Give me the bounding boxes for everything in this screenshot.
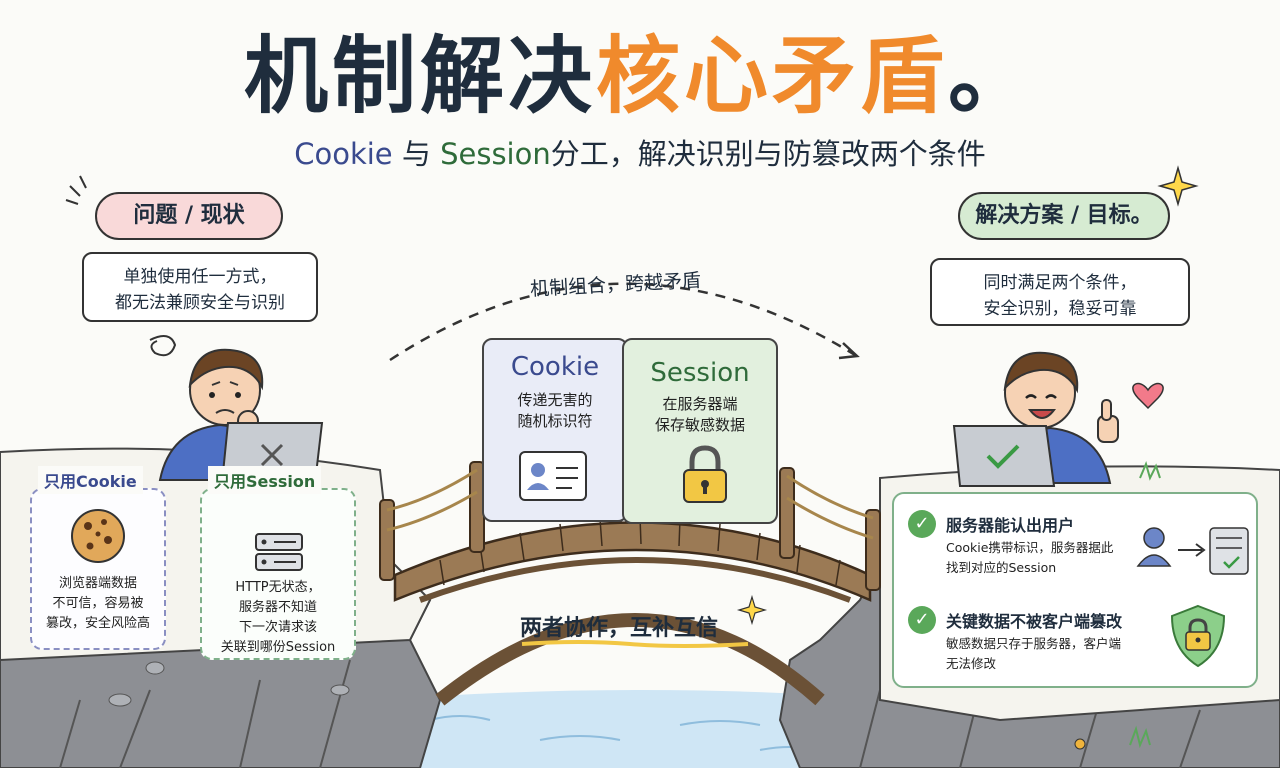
check-mark-icon [986, 444, 1020, 469]
combo-arrow [389, 282, 856, 362]
puzzle-cookie-title: Cookie [510, 352, 600, 382]
worried-person [158, 348, 324, 484]
happy-person [952, 351, 1119, 487]
session-only-tag: 只用Session [208, 466, 322, 494]
result-1-line-2: 找到对应的Session [946, 560, 1057, 575]
x-mark-icon [260, 443, 284, 467]
sparkle-icon [1157, 165, 1199, 207]
subtitle-session: Session [440, 137, 551, 171]
results-panel: ✓ 服务器能认出用户 Cookie携带标识，服务器据此 找到对应的Session… [892, 492, 1258, 688]
cookie-only-line-2: 不可信，容易被 [52, 596, 144, 611]
sparkle-icon [736, 594, 768, 626]
subtitle-rest: 分工，解决识别与防篡改两个条件 [550, 137, 986, 171]
solution-label: 解决方案 / 目标。 [958, 192, 1170, 240]
session-only-line-3: 下一次请求该 [238, 620, 317, 635]
user-to-server-icon [1136, 527, 1249, 575]
session-only-line-1: HTTP无状态， [235, 580, 321, 595]
session-only-line-4: 关联到哪份Session [220, 640, 336, 655]
page-title: 机制解决核心矛盾。 [0, 26, 1280, 126]
subtitle-cookie: Cookie [294, 137, 393, 171]
cookie-only-panel: 只用Cookie 浏览器端数据 不可信，容易被 篡改，安全风险高 [30, 466, 166, 650]
bridge-post [865, 509, 881, 591]
padlock-icon [683, 445, 727, 503]
subtitle-connector: 与 [392, 137, 441, 171]
puzzle-session-title: Session [650, 358, 750, 388]
solution-speech-line-2: 安全识别，稳妥可靠 [983, 299, 1137, 319]
puzzle-cookie-line-1: 传递无害的 [517, 391, 593, 409]
cookie-only-line-1: 浏览器端数据 [58, 576, 137, 591]
problem-speech-line-2: 都无法兼顾安全与识别 [115, 293, 285, 313]
puzzle-session-line-2: 保存敏感数据 [654, 416, 745, 434]
puzzle-piece-cookie: Cookie 传递无害的 随机标识符 [482, 338, 628, 522]
result-1-line-1: Cookie携带标识，服务器据此 [946, 540, 1114, 555]
problem-speech-bubble: 单独使用任一方式， 都无法兼顾安全与识别 [82, 252, 318, 322]
shield-lock-icon [1170, 604, 1226, 668]
result-1-heading: 服务器能认出用户 [946, 516, 1075, 535]
result-2-line-1: 敏感数据只存于服务器，客户端 [946, 636, 1122, 651]
laptop-icon [952, 425, 1056, 487]
cookie-only-tag: 只用Cookie [38, 466, 143, 494]
heart-icon [1132, 382, 1164, 410]
check-circle-icon: ✓ [908, 510, 936, 538]
session-only-panel: 只用Session HTTP无状态， 服务器不知道 下一次请求该 关联到哪份Se… [200, 466, 356, 660]
server-icon [255, 533, 303, 571]
cookie-only-line-3: 篡改，安全风险高 [45, 616, 150, 631]
cooperate-label: 两者协作，互补互信 [520, 610, 718, 642]
page-subtitle: Cookie 与 Session分工，解决识别与防篡改两个条件 [0, 134, 1280, 174]
confusion-swirl-icon [149, 335, 177, 357]
check-circle-icon: ✓ [908, 606, 936, 634]
id-card-icon [519, 451, 587, 501]
title-part-2: 核心矛盾 [595, 27, 948, 125]
puzzle-cookie-line-2: 随机标识符 [517, 412, 593, 430]
puzzle-piece-session: Session 在服务器端 保存敏感数据 [622, 338, 778, 524]
bridge-arch [435, 613, 825, 706]
cooperate-underline [521, 640, 749, 648]
puzzle-session-line-1: 在服务器端 [662, 395, 738, 413]
title-part-1: 机制解决 [243, 27, 596, 125]
cooperate-label-text: 两者协作，互补互信 [520, 616, 719, 641]
solution-speech-line-1: 同时满足两个条件， [983, 273, 1137, 293]
session-only-line-2: 服务器不知道 [238, 600, 317, 615]
title-part-3: 。 [948, 27, 1037, 125]
result-2-heading: 关键数据不被客户端篡改 [946, 612, 1123, 631]
bridge-deck [393, 521, 872, 602]
bridge-post [379, 499, 395, 581]
result-2-line-2: 无法修改 [946, 656, 997, 671]
cookie-icon [71, 509, 125, 563]
bridge-post [779, 467, 795, 559]
problem-label: 问题 / 现状 [95, 192, 283, 240]
problem-speech-line-1: 单独使用任一方式， [123, 267, 277, 287]
solution-speech-bubble: 同时满足两个条件， 安全识别，稳妥可靠 [930, 258, 1190, 326]
